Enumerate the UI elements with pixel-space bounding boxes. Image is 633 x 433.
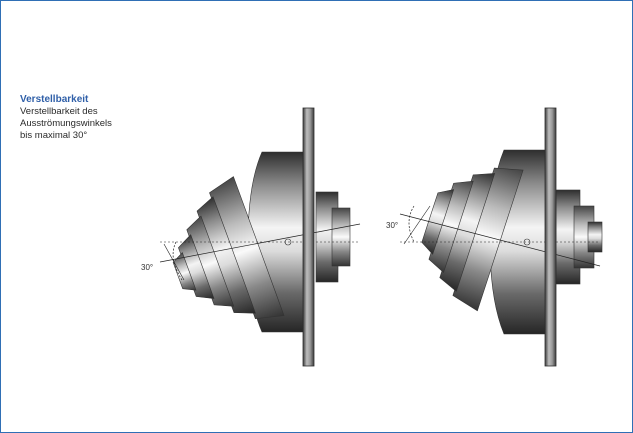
caption-line-3: bis maximal 30° [20, 130, 88, 141]
right-axis-line [399, 213, 601, 267]
left-angle-leg [163, 243, 185, 281]
caption-title: Verstellbarkeit [20, 94, 89, 105]
right-nozzle: 30° [386, 149, 603, 335]
caption-block: Verstellbarkeit Verstellbarkeit des Auss… [20, 94, 190, 142]
right-louvre-cone [421, 167, 524, 312]
left-nozzle: 30° [141, 151, 361, 333]
left-wall [302, 107, 315, 367]
left-angle-label: 30° [141, 263, 153, 272]
caption-line-2: Ausströmungswinkels [20, 118, 112, 129]
right-angle-label: 30° [386, 221, 398, 230]
right-rear-collar [555, 189, 603, 285]
right-angle-arc [408, 205, 415, 243]
left-axis-line [159, 223, 361, 263]
left-louvre-cone [172, 176, 285, 319]
right-wall [544, 107, 557, 367]
left-rear-collar [315, 191, 351, 283]
left-angle-arc [172, 241, 183, 281]
caption-line-1: Verstellbarkeit des [20, 106, 98, 117]
right-angle-leg [403, 205, 431, 245]
